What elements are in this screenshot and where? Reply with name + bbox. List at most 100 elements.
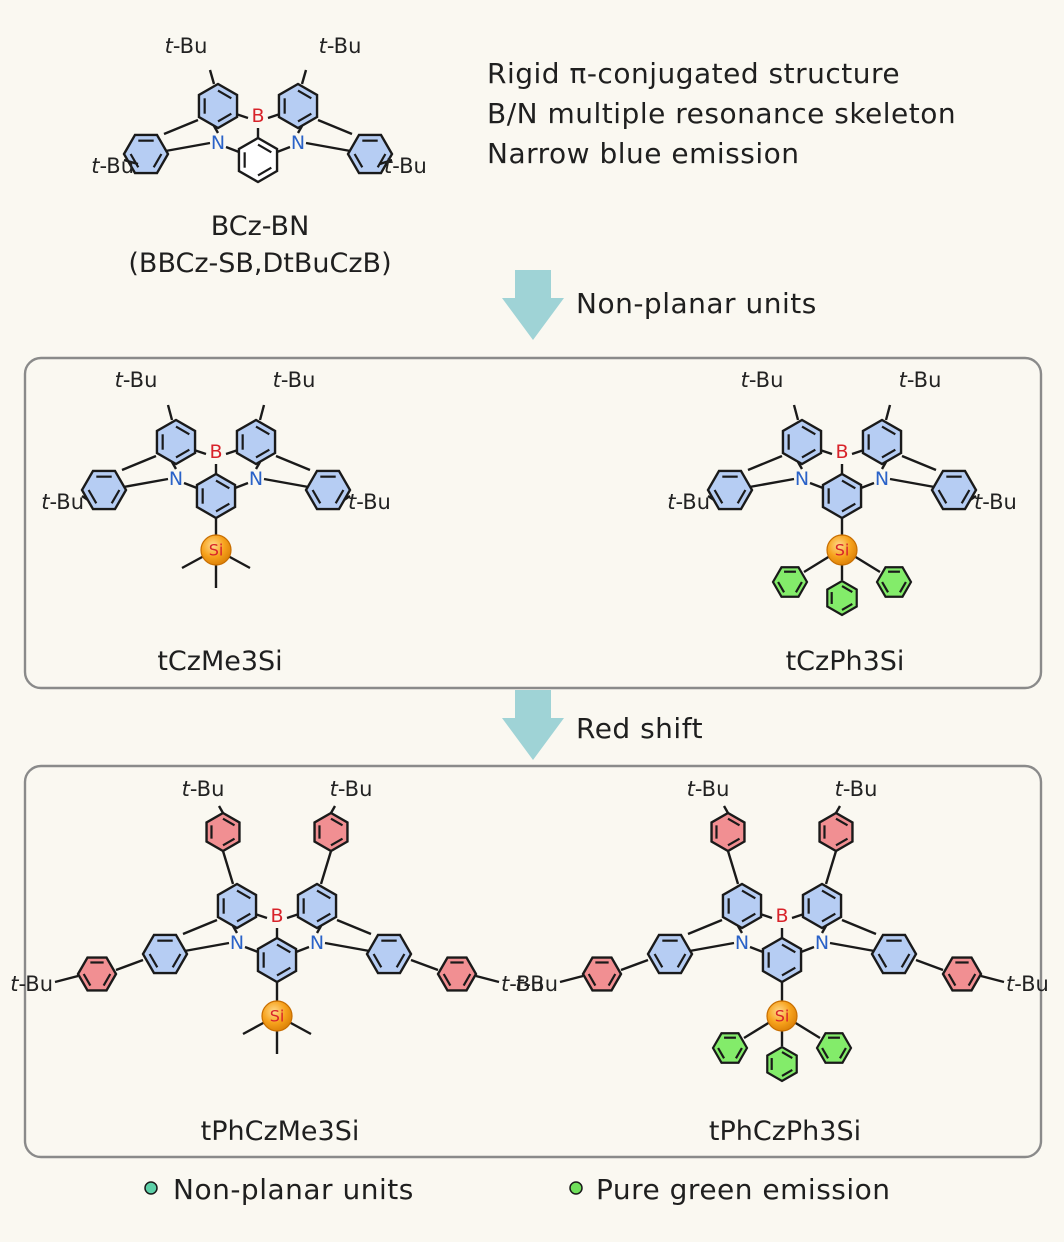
box-non-planar (23, 356, 1043, 690)
double-bond (236, 889, 251, 900)
tbu-suffix: -Bu (281, 368, 316, 392)
double-bond (222, 837, 236, 847)
double-bond (222, 817, 236, 827)
bond (329, 805, 337, 814)
bond (208, 69, 216, 85)
double-bond (215, 502, 230, 513)
double-bond (607, 973, 617, 987)
double-bond (734, 1047, 743, 1059)
bond (559, 974, 584, 984)
double-bond (330, 837, 344, 847)
bond (824, 850, 838, 885)
tbu-italic-t: t (330, 777, 339, 801)
double-bond (821, 912, 836, 923)
tbu-top-right: t-Bu (273, 368, 316, 392)
silicon-label: Si (270, 1007, 285, 1026)
feature-narrow-blue: Narrow blue emission (487, 137, 800, 170)
double-bond (821, 889, 836, 900)
boron-atom: B (775, 905, 788, 927)
tbu-side-left: t-Bu (10, 972, 53, 996)
tbu-italic-t: t (273, 368, 282, 392)
bond (853, 554, 881, 574)
tbu-suffix: -Bu (18, 972, 53, 996)
bond (687, 918, 723, 936)
bond (841, 918, 877, 936)
tbu-suffix: -Bu (982, 490, 1017, 514)
tbu-top-left: t-Bu (741, 368, 784, 392)
bond (288, 1020, 312, 1036)
tbu-top-left: t-Bu (182, 777, 225, 801)
bond (181, 554, 205, 570)
double-bond (175, 425, 190, 436)
arrow-label-red-shift: Red shift (576, 712, 703, 745)
double-bond (316, 889, 331, 900)
double-bond (781, 943, 796, 954)
molecule-name-tczme3si: tCzMe3Si (157, 646, 282, 677)
bond (969, 495, 977, 501)
bond (884, 404, 892, 421)
double-bond (898, 581, 907, 593)
double-bond (395, 953, 406, 968)
bond (275, 454, 311, 472)
double-bond (841, 585, 853, 594)
tbu-side-right: t-Bu (384, 154, 427, 178)
bond (749, 945, 764, 954)
double-bond (462, 973, 472, 987)
bond (263, 477, 315, 490)
bond (343, 495, 351, 501)
double-bond (835, 837, 849, 847)
tbu-italic-t: t (741, 368, 750, 392)
bond (221, 850, 235, 885)
double-bond (129, 153, 140, 168)
tbu-italic-t: t (10, 972, 19, 996)
legend-label-non-planar: Non-planar units (173, 1173, 414, 1206)
tbu-top-right: t-Bu (319, 34, 362, 58)
tbu-suffix: -Bu (338, 777, 373, 801)
tbu-top-right: t-Bu (835, 777, 878, 801)
bond (81, 495, 89, 501)
nitrogen-atom-right: N (875, 468, 889, 490)
boron-atom: B (835, 441, 848, 463)
bond (295, 945, 310, 954)
tbu-suffix: -Bu (843, 777, 878, 801)
tbu-side-right: t-Bu (348, 490, 391, 514)
double-bond (217, 89, 232, 100)
double-bond (900, 953, 911, 968)
bond (722, 805, 730, 814)
double-bond (442, 973, 452, 987)
double-bond (110, 489, 121, 504)
double-bond (175, 448, 190, 459)
double-bond (881, 448, 896, 459)
nitrogen-atom-left: N (795, 468, 809, 490)
tbu-suffix: -Bu (907, 368, 942, 392)
tbu-suffix: -Bu (99, 154, 134, 178)
bond (901, 454, 937, 472)
tbu-italic-t: t (687, 777, 696, 801)
bond (178, 941, 230, 954)
double-bond (777, 581, 786, 593)
tbu-side-left: t-Bu (667, 490, 710, 514)
feature-bn-skeleton: B/N multiple resonance skeleton (487, 97, 956, 130)
tbu-suffix: -Bu (392, 154, 427, 178)
bond (217, 805, 225, 814)
tbu-side-left: t-Bu (91, 154, 134, 178)
silicon-atom (766, 1000, 798, 1032)
double-bond (257, 143, 272, 154)
tbu-side-right: t-Bu (501, 972, 544, 996)
tbu-italic-t: t (91, 154, 100, 178)
double-bond (102, 973, 112, 987)
nitrogen-atom-right: N (815, 932, 829, 954)
silicon-atom (200, 534, 232, 566)
double-bond (881, 581, 890, 593)
bond (54, 974, 79, 984)
double-bond (297, 89, 312, 100)
nitrogen-atom-right: N (310, 932, 324, 954)
legend-dot-non-planar (144, 1181, 158, 1195)
double-bond (255, 448, 270, 459)
bond (163, 118, 199, 136)
bond (117, 477, 169, 490)
molecule-alias-bczbn: (BBCz-SB,DtBuCzB) (128, 248, 391, 279)
